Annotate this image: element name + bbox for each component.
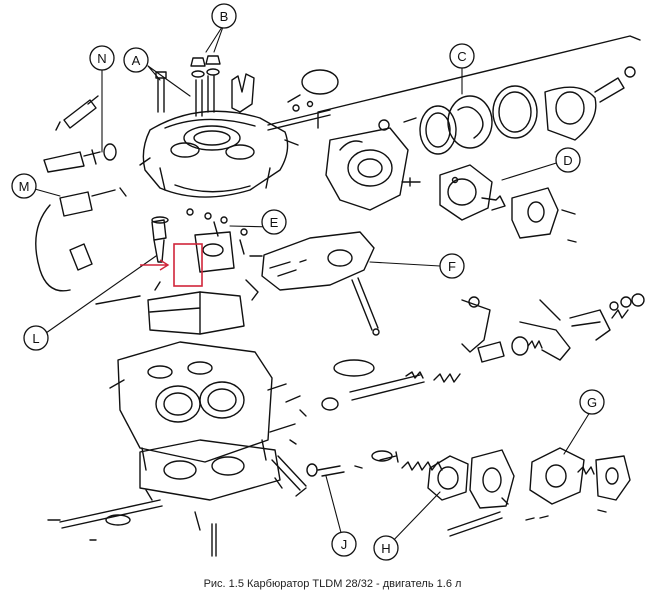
callout-c: C	[457, 49, 466, 64]
callout-d: D	[563, 153, 572, 168]
callout-e: E	[270, 215, 279, 230]
highlight-arrow	[140, 259, 170, 271]
throttle-shaft	[59, 499, 163, 529]
diaphragm-d	[401, 164, 506, 221]
throttle-lever-f	[249, 231, 380, 336]
screws-a	[155, 71, 215, 117]
figure-caption: Рис. 1.5 Карбюратор TLDM 28/32 - двигате…	[203, 578, 462, 590]
highlight-box	[173, 243, 203, 287]
callout-g: G	[587, 395, 597, 410]
choke-diaphragm-group	[419, 66, 636, 155]
pump-spring	[401, 461, 443, 471]
callout-circles	[11, 3, 605, 561]
callout-b: B	[220, 9, 229, 24]
carburetor-body	[109, 341, 287, 471]
callout-f: F	[448, 259, 456, 274]
callout-h: H	[381, 541, 390, 556]
bracket-c	[317, 35, 641, 129]
top-cover	[139, 110, 299, 198]
linkage-right	[433, 293, 645, 383]
power-valve-g	[525, 447, 631, 521]
callout-j: J	[341, 537, 348, 552]
callout-n: N	[97, 51, 106, 66]
base-plate	[139, 439, 283, 501]
choke-housing	[325, 117, 417, 211]
callout-a: A	[132, 53, 141, 68]
left-fittings	[35, 95, 141, 305]
callout-m: M	[19, 179, 30, 194]
float-assembly	[147, 279, 259, 335]
nuts-b	[190, 55, 221, 78]
callout-l: L	[32, 331, 39, 346]
